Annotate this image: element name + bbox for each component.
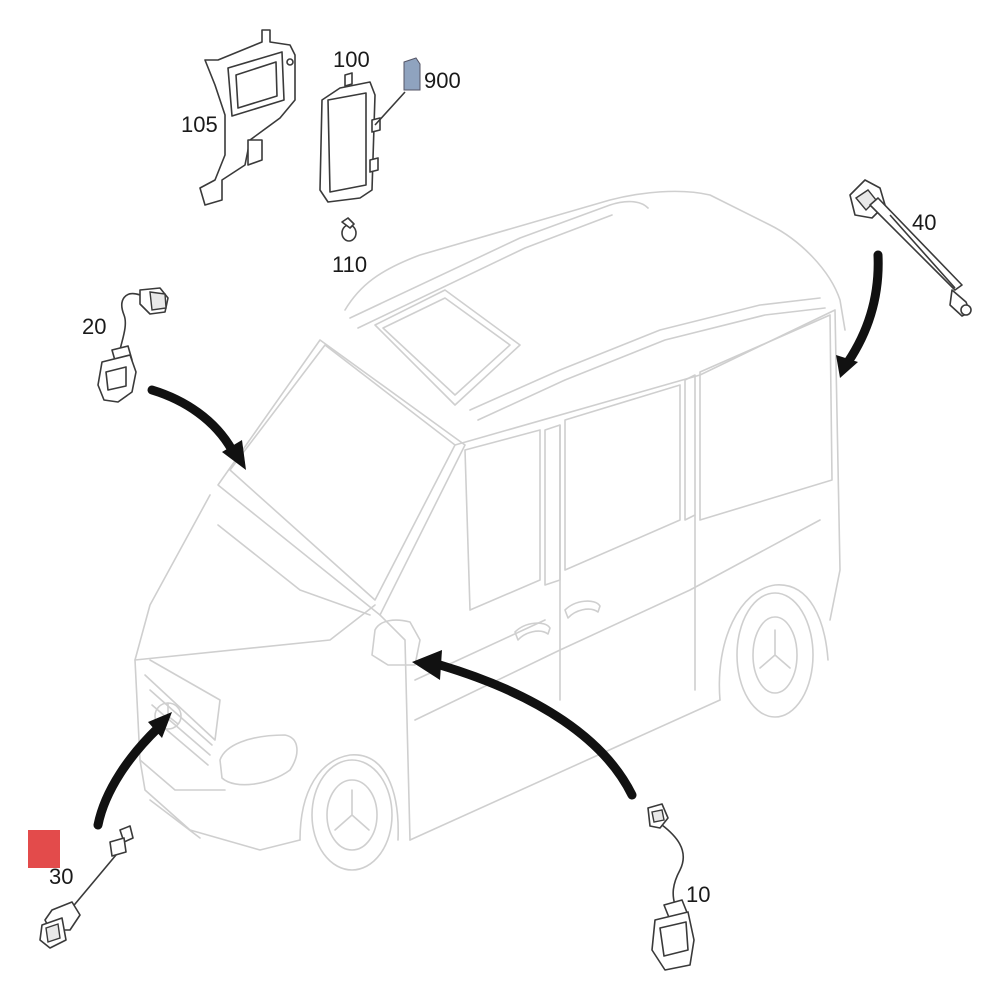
arrow-40 (843, 250, 883, 367)
van-outline (134, 190, 846, 871)
arrow-30 (93, 723, 163, 830)
arrow-20 (147, 385, 237, 455)
arrow-10 (435, 660, 637, 800)
arrows (93, 250, 883, 830)
label-110: 110 (332, 252, 367, 277)
part-30-sensor (28, 825, 134, 949)
part-105-bracket (199, 29, 296, 206)
part-100-control-unit (319, 72, 406, 203)
label-30: 30 (49, 864, 73, 889)
label-10: 10 (686, 882, 710, 907)
label-40: 40 (912, 210, 936, 235)
marker-900-shape (403, 57, 421, 91)
labels: 100 105 110 900 20 40 30 10 (49, 47, 936, 907)
arrow-20-head (222, 440, 246, 470)
part-10-camera (647, 803, 695, 971)
label-20: 20 (82, 314, 106, 339)
part-40-sensor (849, 179, 972, 317)
part-900-marker (403, 57, 421, 91)
part-20-camera (97, 287, 169, 403)
part-110-screw (341, 217, 357, 242)
label-100: 100 (333, 47, 370, 72)
arrow-40-head (836, 355, 858, 378)
arrow-30-head (148, 712, 172, 738)
marker-30-shape (28, 830, 60, 868)
arrow-10-head (412, 650, 442, 680)
label-105: 105 (181, 112, 218, 137)
label-900: 900 (424, 68, 461, 93)
